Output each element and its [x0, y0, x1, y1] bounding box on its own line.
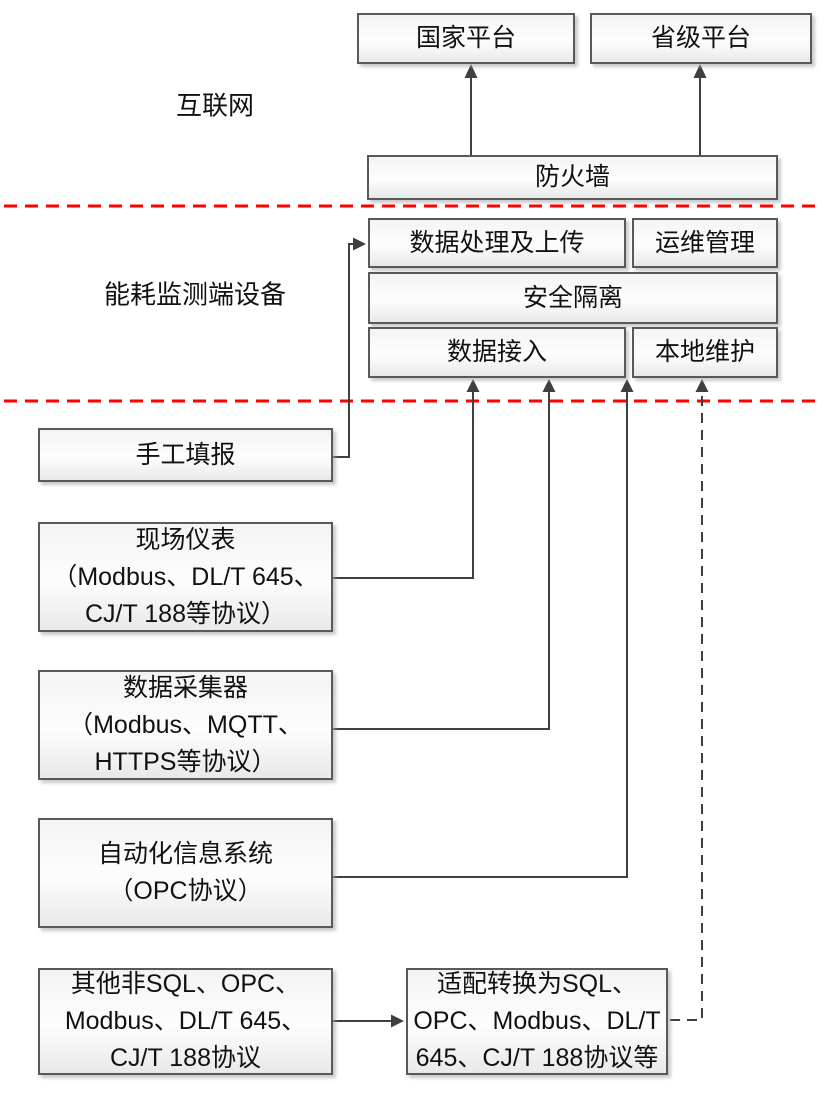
node-manual-entry: 手工填报	[38, 428, 333, 482]
node-local-maintenance: 本地维护	[632, 327, 778, 378]
node-firewall: 防火墙	[367, 155, 778, 200]
edge-adapter-to-local-maintenance	[670, 379, 709, 1021]
node-security-isolation: 安全隔离	[368, 272, 778, 324]
node-automation-system: 自动化信息系统 （OPC协议）	[38, 818, 333, 928]
node-provincial-platform: 省级平台	[590, 13, 812, 64]
node-data-collector: 数据采集器 （Modbus、MQTT、 HTTPS等协议）	[38, 670, 333, 780]
zone-label-internet: 互联网	[175, 90, 255, 121]
zone-label-device: 能耗监测端设备	[103, 279, 287, 310]
edge-firewall-to-national	[464, 64, 478, 155]
node-adapter-conversion: 适配转换为SQL、 OPC、Modbus、DL/T 645、CJ/T 188协议…	[406, 968, 668, 1075]
node-data-processing-upload: 数据处理及上传	[368, 218, 626, 268]
edge-other-to-adapter	[333, 1014, 404, 1028]
edge-firewall-to-provincial	[693, 64, 707, 155]
edge-automation-to-data-access	[333, 379, 634, 878]
node-other-protocols: 其他非SQL、OPC、 Modbus、DL/T 645、 CJ/T 188协议	[38, 968, 333, 1075]
edge-field-to-data-access	[333, 379, 480, 579]
node-national-platform: 国家平台	[357, 13, 575, 64]
node-ops-management: 运维管理	[632, 218, 778, 268]
node-data-access: 数据接入	[368, 327, 626, 378]
edge-collector-to-data-access	[333, 379, 556, 730]
edge-manual-to-data-processing	[333, 237, 366, 458]
node-field-instruments: 现场仪表 （Modbus、DL/T 645、 CJ/T 188等协议）	[38, 522, 333, 632]
